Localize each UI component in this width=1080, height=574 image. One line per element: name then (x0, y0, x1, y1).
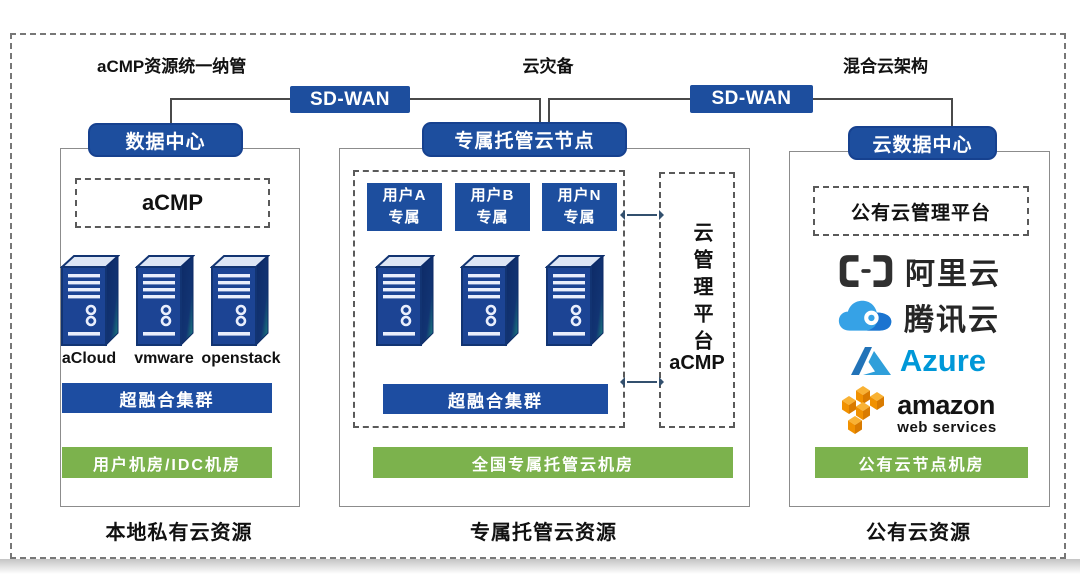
azure-label: Azure (899, 343, 987, 378)
server-label-acloud: aCloud (61, 350, 117, 367)
server-tower-icon (375, 254, 435, 347)
hosted-cloud-header: 专属托管云节点 (422, 122, 627, 157)
aws-cubes-icon (842, 386, 885, 434)
public-room-bar: 公有云节点机房 (815, 447, 1028, 478)
connector-sdwan2-right-v (951, 98, 953, 128)
annotation-cloud-dr: 云灾备 (522, 57, 574, 76)
cmp-sub-label: aCMP (669, 352, 725, 374)
sdwan-node-left: SD-WAN (290, 86, 410, 113)
cmp-vertical-label: 云管理平台 (690, 222, 712, 357)
alibaba-cloud-label: 阿里云 (905, 258, 1001, 291)
tenant-box-b: 用户B 专属 (455, 183, 530, 231)
connector-sdwan2-left-v (548, 98, 550, 123)
server-tower-icon (545, 254, 605, 347)
server-tower-icon (135, 254, 195, 347)
tencent-cloud-icon (838, 300, 892, 331)
provider-row-aws: amazon web services (789, 384, 1048, 442)
private-room-bar: 用户机房/IDC机房 (62, 447, 272, 478)
server-tower-icon (210, 254, 270, 347)
cmp-dashed-panel (659, 172, 735, 428)
hosted-inner-dashed-box (353, 170, 625, 428)
double-arrow-top (620, 210, 664, 220)
outer-dashed-border (10, 33, 1066, 559)
connector-sdwan1-left-v (170, 98, 172, 124)
provider-row-tencent: 腾讯云 (789, 296, 1048, 338)
private-acmp-label: aCMP (141, 190, 204, 215)
azure-triangle-icon (850, 347, 891, 375)
double-arrow-bottom (620, 377, 664, 387)
alibaba-cloud-brackets-icon (839, 255, 893, 287)
connector-sdwan2-left-h (548, 98, 690, 100)
public-platform-box: 公有云管理平台 (813, 186, 1029, 236)
public-platform-label: 公有云管理平台 (850, 202, 991, 224)
sdwan-node-right: SD-WAN (690, 85, 813, 113)
server-tower-icon (60, 254, 120, 347)
aws-label: amazon web services (897, 389, 997, 436)
hosted-room-bar: 全国专属托管云机房 (373, 447, 733, 478)
annotation-acmp-unified: aCMP资源统一纳管 (97, 57, 247, 76)
server-label-openstack: openstack (201, 350, 281, 367)
provider-row-alibaba: 阿里云 (789, 250, 1048, 292)
provider-row-azure: Azure (789, 342, 1048, 380)
tenant-a-line1: 用户A (382, 187, 427, 205)
private-cloud-header: 数据中心 (88, 123, 243, 157)
connector-sdwan1-right-h (410, 98, 539, 100)
tenant-n-line2: 专属 (563, 209, 596, 226)
annotation-hybrid-arch: 混合云架构 (843, 57, 928, 76)
bottom-shadow (0, 559, 1080, 574)
aws-label-line1: amazon (897, 389, 995, 420)
private-acmp-box: aCMP (75, 178, 270, 228)
tenant-b-line2: 专属 (476, 209, 509, 226)
public-cloud-header: 云数据中心 (848, 126, 997, 160)
aws-cube (842, 386, 885, 434)
connector-sdwan2-right-h (813, 98, 953, 100)
hosted-cluster-bar: 超融合集群 (383, 384, 608, 414)
tenant-a-line2: 专属 (388, 209, 421, 226)
connector-sdwan1-left-h (170, 98, 290, 100)
tencent-cloud-label: 腾讯云 (904, 304, 1000, 337)
tenant-n-line1: 用户N (557, 187, 602, 205)
hosted-cloud-footer: 专属托管云资源 (470, 522, 617, 544)
aws-label-line2: web services (897, 418, 997, 436)
connector-sdwan1-right-v (539, 98, 541, 123)
tenant-box-a: 用户A 专属 (367, 183, 442, 231)
tenant-b-line1: 用户B (470, 187, 515, 205)
private-cloud-footer: 本地私有云资源 (105, 522, 253, 544)
public-cloud-footer: 公有云资源 (866, 522, 971, 544)
tenant-box-n: 用户N 专属 (542, 183, 617, 231)
private-cluster-bar: 超融合集群 (62, 383, 272, 413)
server-tower-icon (460, 254, 520, 347)
server-label-vmware: vmware (134, 350, 194, 367)
